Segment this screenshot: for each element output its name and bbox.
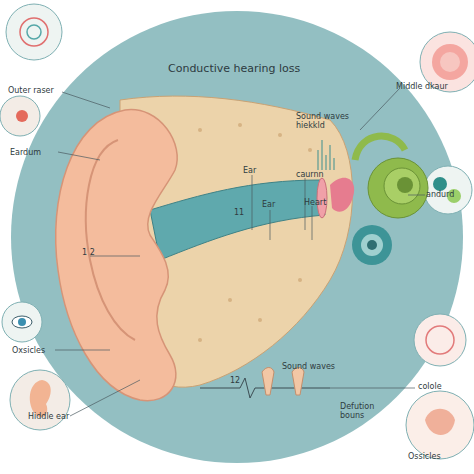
part-label: 11 bbox=[234, 208, 244, 217]
ossicle-shape bbox=[330, 178, 354, 212]
part-label: Eardum bbox=[10, 148, 41, 157]
part-label: Heart bbox=[304, 198, 326, 207]
part-label: Hiddle ear bbox=[28, 412, 78, 421]
part-label: Defution bouns bbox=[340, 402, 388, 420]
part-label: 12 bbox=[230, 376, 240, 385]
cochlea-shape bbox=[355, 136, 428, 218]
part-label: colole bbox=[418, 382, 442, 391]
leader-lines bbox=[55, 88, 425, 416]
part-label: Sound waves hiekkld bbox=[296, 112, 352, 130]
part-label: 1 2 bbox=[82, 248, 95, 257]
part-label: caurnn bbox=[296, 170, 324, 179]
waveform bbox=[318, 140, 334, 170]
helix-fold bbox=[86, 140, 135, 340]
inset-circles bbox=[0, 4, 474, 459]
background-circle bbox=[11, 11, 463, 463]
round-window bbox=[352, 225, 392, 265]
ear-canal bbox=[150, 180, 325, 260]
part-label: Ear bbox=[262, 200, 275, 209]
part-label: Ear bbox=[243, 166, 256, 175]
outer-ear bbox=[56, 110, 178, 401]
part-label: Ossicles bbox=[408, 452, 441, 461]
part-label: andurd bbox=[426, 190, 454, 199]
part-label: Sound waves bbox=[282, 362, 342, 371]
part-label: Middle dkaur bbox=[396, 82, 466, 91]
title: Conductive hearing loss bbox=[168, 62, 300, 75]
part-label: Oxsicles bbox=[12, 346, 45, 355]
ossicle-icons bbox=[262, 368, 304, 396]
part-label: Outer raser bbox=[8, 86, 54, 95]
